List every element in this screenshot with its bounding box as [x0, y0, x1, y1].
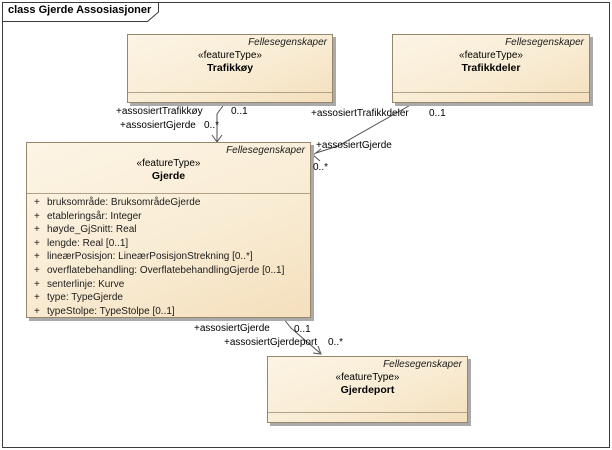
multiplicity-label: 0..1 — [429, 108, 446, 119]
role-label: +assosiertGjerde — [194, 323, 270, 334]
attribute-row[interactable]: + etableringsår: Integer — [27, 210, 310, 224]
attribute-row[interactable]: + lineærPosisjon: LineærPosisjonStrekning… — [27, 250, 310, 264]
frame-title-tab — [2, 2, 159, 22]
attribute-row[interactable]: + bruksområde: BruksområdeGjerde — [27, 196, 310, 210]
stereotype-label: «featureType» — [198, 50, 262, 61]
visibility-marker: + — [34, 197, 40, 208]
attribute-text: bruksområde: BruksområdeGjerde — [47, 197, 201, 208]
stereotype-label: «featureType» — [335, 372, 400, 383]
association-trafikkdeler-gjerde[interactable] — [312, 102, 415, 162]
attribute-text: lengde: Real [0..1] — [47, 237, 129, 249]
visibility-marker: + — [34, 237, 40, 249]
visibility-marker: + — [34, 210, 40, 222]
multiplicity-label: 0..* — [204, 120, 220, 131]
attributes-compartment-empty — [393, 92, 589, 104]
visibility-marker: + — [34, 292, 40, 304]
multiplicity-label: 0..1 — [294, 324, 311, 335]
class-header-label: Fellesegenskaper — [505, 37, 584, 48]
open-arrowhead-icon — [312, 148, 322, 162]
class-header-label: Fellesegenskaper — [248, 37, 327, 48]
class-box-trafikkdeler[interactable]: Fellesegenskaper «featureType» Trafikkde… — [392, 34, 590, 103]
attribute-text: etableringsår: Integer — [47, 210, 142, 222]
attribute-row[interactable]: + høyde_GjSnitt: Real — [27, 223, 310, 237]
diagram-title: class Gjerde Assosiasjoner — [8, 4, 152, 16]
class-header-label: Fellesegenskaper — [226, 145, 305, 156]
multiplicity-label: 0..* — [328, 337, 344, 348]
role-label: +assosiertGjerde — [120, 120, 196, 131]
attribute-text: lineærPosisjon: LineærPosisjonStrekning … — [47, 251, 253, 263]
attribute-text: senterlinje: Kurve — [47, 278, 125, 290]
role-label: +assosiertTrafikkøy — [116, 106, 203, 117]
attribute-row[interactable]: + lengde: Real [0..1] — [27, 237, 310, 251]
visibility-marker: + — [34, 264, 40, 276]
multiplicity-label: 0..1 — [231, 106, 248, 117]
attribute-row[interactable]: + senterlinje: Kurve — [27, 278, 310, 292]
class-name: Trafikkdeler — [461, 62, 521, 74]
attribute-text: høyde_GjSnitt: Real — [47, 224, 137, 236]
attributes-compartment-empty — [128, 92, 332, 104]
role-label: +assosiertGjerdeport — [224, 337, 318, 348]
open-arrowhead-icon — [312, 345, 322, 355]
attribute-row[interactable]: + typeStolpe: TypeStolpe [0..1] — [27, 305, 310, 319]
stereotype-label: «featureType» — [136, 158, 201, 169]
class-box-trafikkoy[interactable]: Fellesegenskaper «featureType» Trafikkøy — [127, 34, 333, 103]
association-gjerde-gjerdeport[interactable] — [282, 317, 322, 355]
attribute-text: type: TypeGjerde — [47, 292, 123, 304]
attribute-row[interactable]: + type: TypeGjerde — [27, 291, 310, 305]
class-box-gjerdeport[interactable]: Fellesegenskaper «featureType» Gjerdepor… — [267, 356, 468, 423]
class-name: Gjerdeport — [340, 384, 395, 396]
visibility-marker: + — [34, 251, 40, 263]
attributes-compartment: + bruksområde: BruksområdeGjerde + etabler… — [27, 193, 310, 318]
role-label: +assosiertTrafikkdeler — [311, 108, 409, 119]
stereotype-label: «featureType» — [459, 50, 523, 61]
attributes-compartment-empty — [268, 412, 467, 424]
visibility-marker: + — [34, 305, 40, 317]
visibility-marker: + — [34, 224, 40, 236]
visibility-marker: + — [34, 278, 40, 290]
class-header-label: Fellesegenskaper — [383, 359, 462, 370]
attribute-row[interactable]: + overflatebehandling: Overflatebehandlin… — [27, 264, 310, 278]
attribute-text: overflatebehandling: Overflatebehandling… — [47, 264, 285, 276]
attribute-text: typeStolpe: TypeStolpe [0..1] — [47, 305, 175, 317]
class-box-gjerde[interactable]: Fellesegenskaper «featureType» Gjerde + b… — [26, 142, 311, 318]
class-name: Trafikkøy — [206, 62, 254, 74]
class-name: Gjerde — [151, 170, 186, 182]
role-label: +assosiertGjerde — [316, 140, 392, 151]
multiplicity-label: 0..* — [313, 162, 329, 173]
